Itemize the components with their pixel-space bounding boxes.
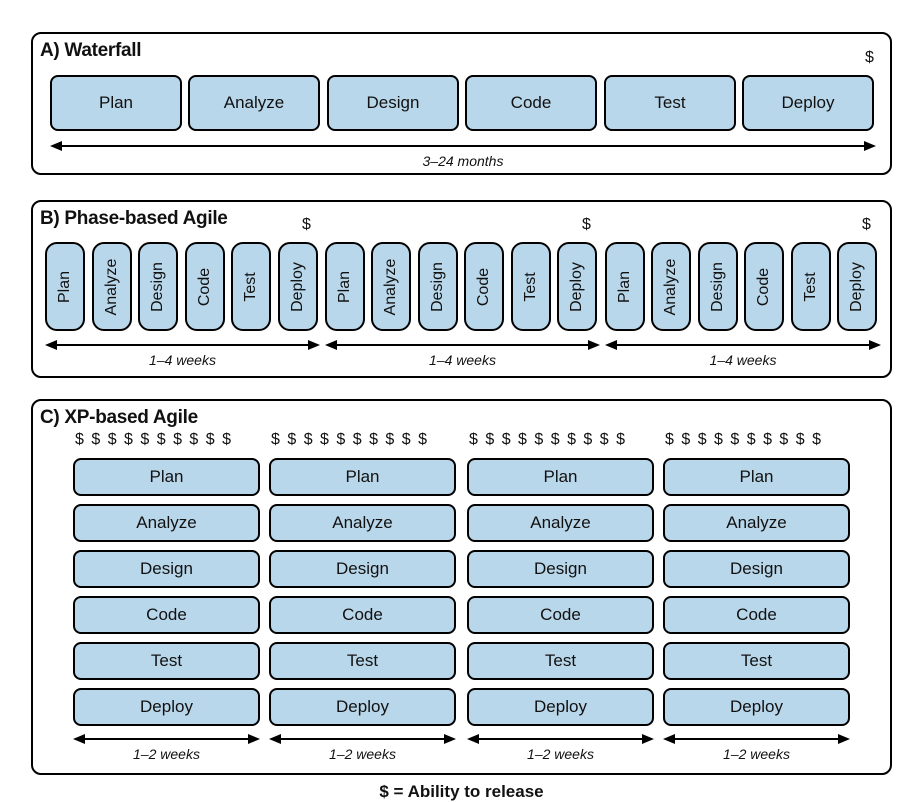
waterfall-phase-design: Design [327,75,459,131]
xp-agile-iter3-plan: Plan [467,458,654,496]
xp-agile-iter4-arrow [663,733,850,745]
waterfall-phase-deploy: Deploy [742,75,874,131]
xp-agile-iter1-deploy: Deploy [73,688,260,726]
phase-agile-iter3-dollar: $ [862,216,871,233]
phase-agile-iter3-plan: Plan [605,242,645,331]
xp-agile-iter2-plan: Plan [269,458,456,496]
waterfall-timeline-arrow [50,140,876,152]
phase-agile-iter3-analyze: Analyze [651,242,691,331]
phase-agile-iter3-design: Design [698,242,738,331]
phase-agile-iter1-deploy-label: Deploy [289,261,306,312]
waterfall-phase-analyze: Analyze [188,75,320,131]
phase-agile-iter2-deploy: Deploy [557,242,597,331]
phase-agile-iter1-duration: 1–4 weeks [149,352,216,368]
phase-agile-iter3-plan-label: Plan [616,270,633,303]
xp-agile-iter2-deploy: Deploy [269,688,456,726]
phase-agile-iter3-duration: 1–4 weeks [709,352,777,368]
xp-agile-iter1-dollars: $ $ $ $ $ $ $ $ $ $ [75,431,233,448]
xp-agile-iter2-dollars: $ $ $ $ $ $ $ $ $ $ [271,431,429,448]
phase-agile-iter1-dollar: $ [302,216,311,233]
phase-agile-iter3-arrow [605,339,881,351]
xp-agile-iter3-analyze: Analyze [467,504,654,542]
waterfall-title: A) Waterfall [40,40,142,61]
phase-agile-iter1-plan-label: Plan [56,270,73,303]
xp-agile-iter1-code: Code [73,596,260,634]
waterfall-duration: 3–24 months [422,153,504,169]
phase-agile-iter2-design: Design [418,242,458,331]
phase-agile-iter1-deploy: Deploy [278,242,318,331]
legend: $ = Ability to release [379,782,544,801]
xp-agile-iter1-analyze: Analyze [73,504,260,542]
phase-agile-iter3-code: Code [744,242,784,331]
phase-agile-title: B) Phase-based Agile [40,208,228,229]
xp-agile-iter2-duration: 1–2 weeks [329,746,396,762]
phase-agile-iter3-deploy-label: Deploy [848,261,865,312]
phase-agile-iter3-design-label: Design [709,261,726,312]
xp-agile-iter3-deploy: Deploy [467,688,654,726]
xp-agile-iter1-duration: 1–2 weeks [133,746,200,762]
phase-agile-iter2-plan-label: Plan [336,270,353,303]
xp-agile-iter3-duration: 1–2 weeks [527,746,594,762]
xp-agile-iter1-design: Design [73,550,260,588]
phase-agile-iter1-analyze: Analyze [92,242,132,331]
xp-agile-iter4-design: Design [663,550,850,588]
waterfall-phase-code: Code [465,75,597,131]
phase-agile-iter2-test-label: Test [522,271,539,302]
xp-agile-iter1-arrow [73,733,260,745]
xp-agile-iter4-deploy: Deploy [663,688,850,726]
xp-agile-iter4-test: Test [663,642,850,680]
phase-agile-iter2-dollar: $ [582,216,591,233]
phase-agile-iter1-arrow [45,339,320,351]
xp-agile-iter4-plan: Plan [663,458,850,496]
xp-agile-iter1-plan: Plan [73,458,260,496]
xp-agile-iter4-analyze: Analyze [663,504,850,542]
phase-agile-iter2-analyze-label: Analyze [382,258,399,315]
xp-agile-iter2-code: Code [269,596,456,634]
phase-agile-iter2-plan: Plan [325,242,365,331]
phase-agile-iter1-analyze-label: Analyze [103,258,120,315]
xp-agile-iter3-dollars: $ $ $ $ $ $ $ $ $ $ [469,431,627,448]
phase-agile-iter1-test: Test [231,242,271,331]
xp-agile-iter3-test: Test [467,642,654,680]
phase-agile-iter3-test-label: Test [802,271,819,302]
waterfall-phase-plan: Plan [50,75,182,131]
phase-agile-iter2-test: Test [511,242,551,331]
phase-agile-iter3-deploy: Deploy [837,242,877,331]
xp-agile-iter2-design: Design [269,550,456,588]
xp-agile-title: C) XP-based Agile [40,407,198,428]
phase-agile-iter2-duration: 1–4 weeks [429,352,496,368]
phase-agile-iter1-design-label: Design [149,261,166,312]
phase-agile-iter1-code: Code [185,242,225,331]
xp-agile-iter2-test: Test [269,642,456,680]
xp-agile-iter1-test: Test [73,642,260,680]
xp-agile-iter3-code: Code [467,596,654,634]
phase-agile-iter1-plan: Plan [45,242,85,331]
xp-agile-iter3-arrow [467,733,654,745]
xp-agile-iter2-arrow [269,733,456,745]
phase-agile-iter3-code-label: Code [755,267,772,306]
phase-agile-iter2-deploy-label: Deploy [568,261,585,312]
xp-agile-iter4-duration: 1–2 weeks [723,746,790,762]
phase-agile-iter2-code: Code [464,242,504,331]
xp-agile-iter3-design: Design [467,550,654,588]
xp-agile-iter4-dollars: $ $ $ $ $ $ $ $ $ $ [665,431,823,448]
phase-agile-iter3-analyze-label: Analyze [662,258,679,315]
phase-agile-iter2-design-label: Design [429,261,446,312]
phase-agile-iter1-code-label: Code [196,267,213,306]
xp-agile-iter4-code: Code [663,596,850,634]
waterfall-phase-test: Test [604,75,736,131]
phase-agile-iter2-analyze: Analyze [371,242,411,331]
phase-agile-iter1-design: Design [138,242,178,331]
xp-agile-iter2-analyze: Analyze [269,504,456,542]
phase-agile-iter2-code-label: Code [475,267,492,306]
phase-agile-iter1-test-label: Test [242,271,259,302]
phase-agile-iter2-arrow [325,339,600,351]
phase-agile-iter3-test: Test [791,242,831,331]
waterfall-release-dollar: $ [865,49,874,66]
